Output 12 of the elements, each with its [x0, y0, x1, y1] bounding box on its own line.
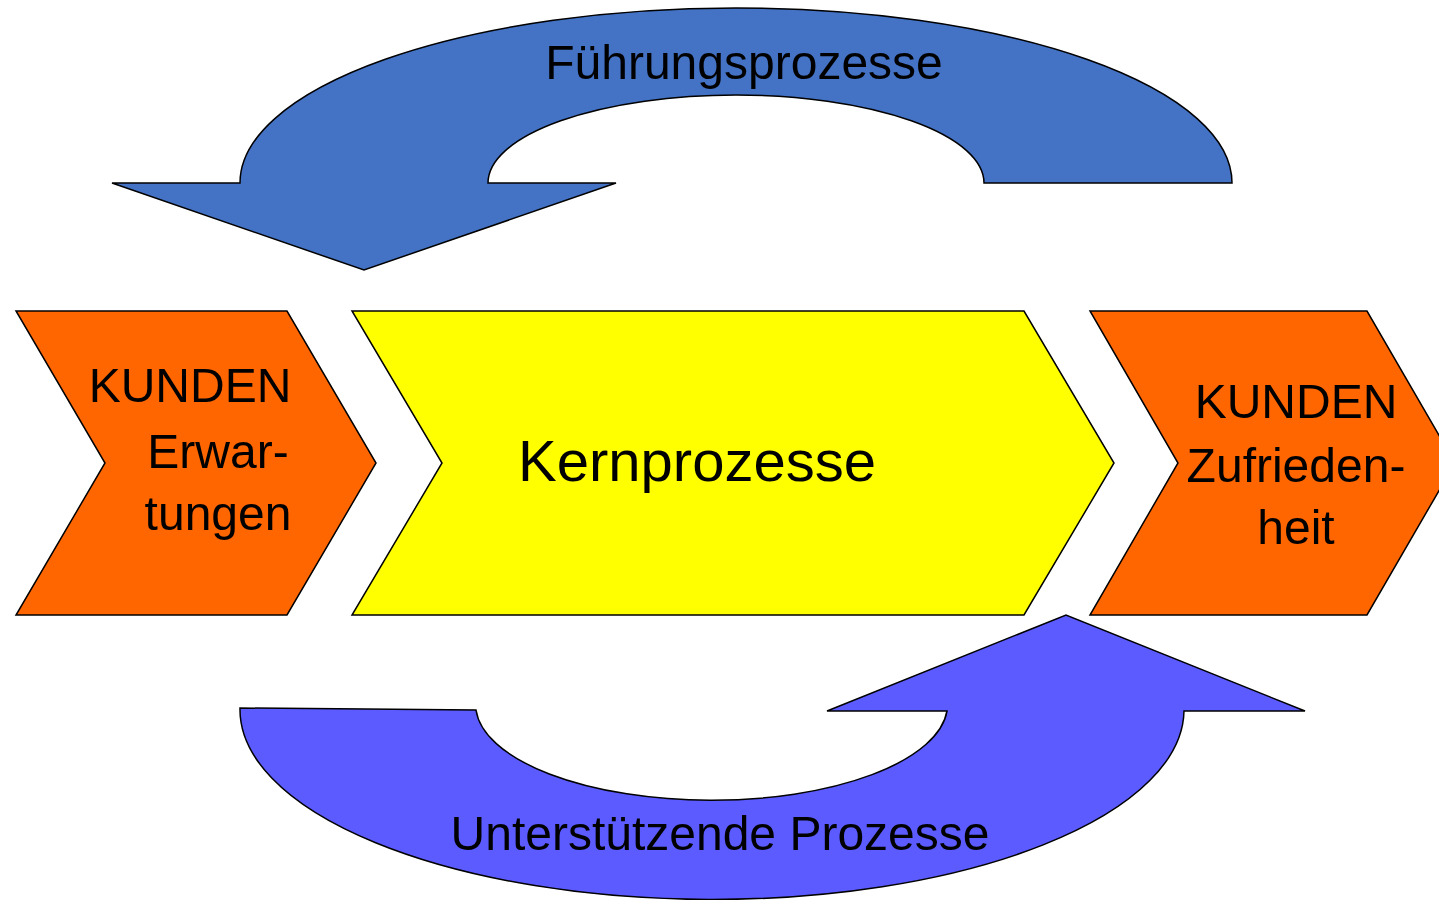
node-label: Führungsprozesse — [544, 35, 944, 91]
curved-arrow-shape — [240, 615, 1305, 900]
chevron-shape — [1090, 311, 1439, 615]
node-label: Erwar- tungen — [143, 424, 293, 543]
curved-arrow-shape — [112, 8, 1232, 270]
node-label: Kernprozesse — [517, 427, 877, 495]
chevron-shape — [352, 311, 1114, 615]
node-label: KUNDEN — [1193, 374, 1399, 430]
node-label: Unterstützende Prozesse — [449, 806, 991, 862]
node-label: KUNDEN — [87, 358, 293, 414]
chevron-shape — [16, 311, 376, 615]
node-label: Zufrieden- heit — [1185, 438, 1407, 557]
